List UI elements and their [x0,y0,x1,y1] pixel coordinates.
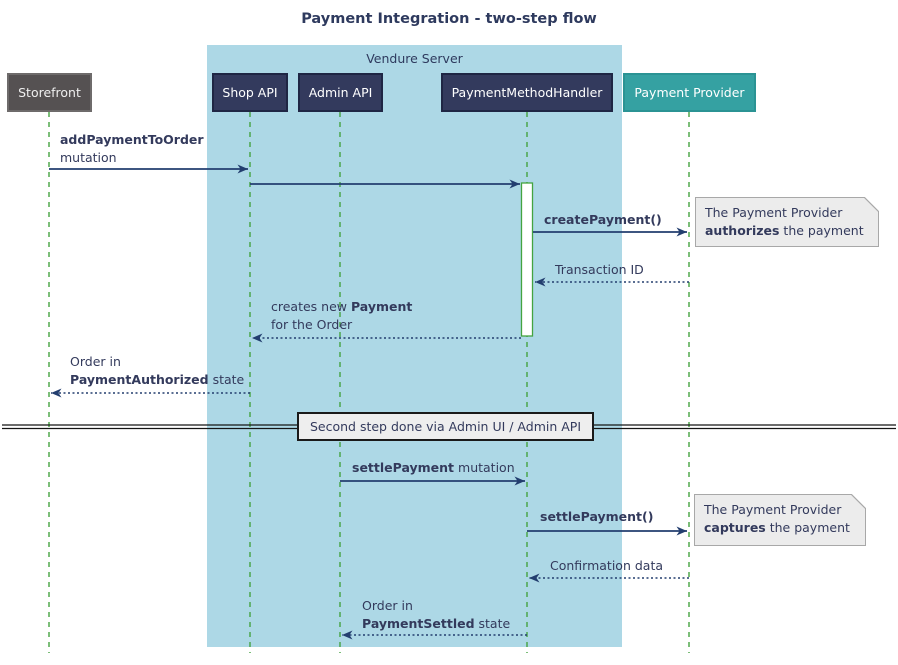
message-order-payment-authorized: Order in PaymentAuthorized state [70,354,245,387]
activation-bar [520,182,534,337]
note-authorize: The Payment Provider authorizes the paym… [695,197,879,247]
participant-storefront: Storefront [7,73,92,112]
message-create-payment: createPayment() [544,212,662,227]
message-settle-payment-mutation: settlePayment mutation [352,460,515,475]
participant-payment-provider: Payment Provider [623,73,756,112]
diagram-title: Payment Integration - two-step flow [301,11,597,27]
message-transaction-id: Transaction ID [555,262,644,277]
participant-label: Payment Provider [634,85,745,100]
divider-label: Second step done via Admin UI / Admin AP… [309,419,582,434]
participant-admin-api: Admin API [298,73,383,112]
participant-payment-method-handler: PaymentMethodHandler [441,73,613,112]
participant-label: PaymentMethodHandler [451,85,603,100]
message-confirmation-data: Confirmation data [550,558,664,573]
message-order-payment-settled: Order in PaymentSettled state [362,598,511,631]
divider-label-box: Second step done via Admin UI / Admin AP… [297,412,594,441]
participant-label: Storefront [18,85,81,100]
vendure-server-label: Vendure Server [366,51,463,66]
vendure-server-container [207,45,622,647]
participant-label: Admin API [308,85,373,100]
note-fold-icon [851,494,866,509]
note-capture: The Payment Provider captures the paymen… [694,494,866,546]
message-creates-new-payment: creates new Payment for the Order [271,299,413,332]
message-settle-payment-call: settlePayment() [540,509,654,524]
participant-shop-api: Shop API [212,73,288,112]
message-add-payment-to-order: addPaymentToOrder mutation [60,132,204,165]
note-fold-icon [864,197,879,212]
participant-label: Shop API [222,85,278,100]
